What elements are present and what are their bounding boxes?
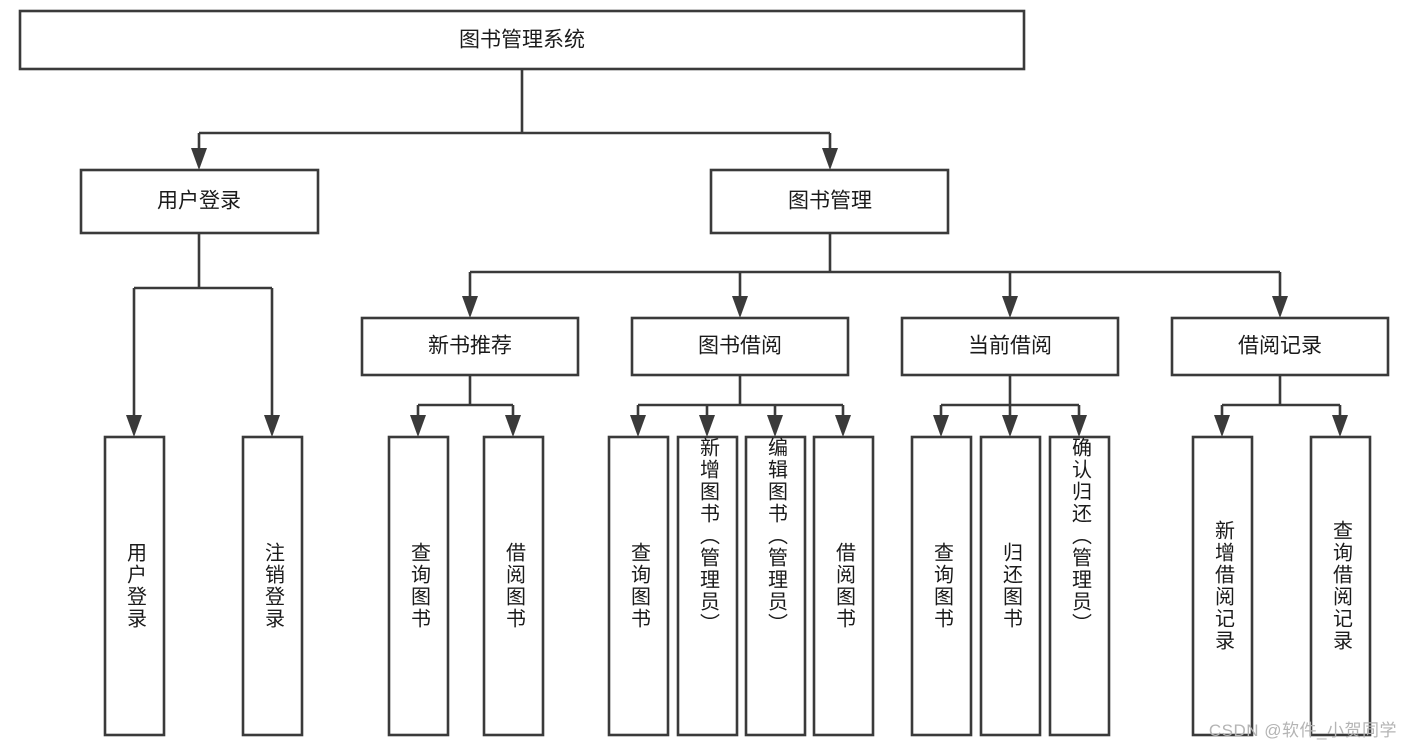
arrow-head-bookborrow-2: [699, 415, 715, 437]
node-book-manage[interactable]: 图书管理: [709, 168, 950, 235]
node-user-login[interactable]: 用户登录: [79, 168, 320, 235]
node-book-manage-label: 图书管理: [788, 190, 872, 213]
arrow-head-bookborrow-4: [835, 415, 851, 437]
node-new-book-box[interactable]: [360, 316, 580, 377]
arrow-head-bookmanage-2: [732, 296, 748, 318]
node-book-borrow-label: 图书借阅: [698, 335, 782, 358]
arrow-head-borrowrecord-2: [1332, 415, 1348, 437]
node-book-borrow[interactable]: 图书借阅: [630, 316, 850, 377]
arrow-head-borrowrecord-1: [1214, 415, 1230, 437]
arrow-head-bookmanage-1: [462, 296, 478, 318]
arrow-head-root-1: [191, 148, 207, 170]
node-root-label: 图书管理系统: [459, 29, 585, 52]
node-user-login-label: 用户登录: [157, 190, 241, 213]
arrow-head-userlogin-2: [264, 415, 280, 437]
arrow-head-bookmanage-4: [1272, 296, 1288, 318]
node-borrow-record-box[interactable]: [1170, 316, 1390, 377]
leaf-box-new-book-0[interactable]: [387, 435, 450, 737]
connector-group-root: [191, 69, 838, 170]
leaf-box-user-login-1[interactable]: [241, 435, 304, 737]
node-new-book[interactable]: 新书推荐: [360, 316, 580, 377]
leaf-box-current-borrow-2[interactable]: [1048, 435, 1111, 737]
node-root[interactable]: 图书管理系统: [18, 9, 1026, 71]
arrow-head-currentborrow-3: [1071, 415, 1087, 437]
leaf-box-book-borrow-3[interactable]: [812, 435, 875, 737]
node-new-book-label: 新书推荐: [428, 335, 512, 358]
leaf-box-borrow-record-0[interactable]: [1191, 435, 1254, 737]
arrow-head-newbook-2: [505, 415, 521, 437]
arrow-head-newbook-1: [410, 415, 426, 437]
leaf-box-borrow-record-1[interactable]: [1309, 435, 1372, 737]
leaf-box-book-borrow-0[interactable]: [607, 435, 670, 737]
node-current-borrow[interactable]: 当前借阅: [900, 316, 1120, 377]
arrow-head-userlogin-1: [126, 415, 142, 437]
leaf-box-book-borrow-1[interactable]: [676, 435, 739, 737]
watermark-text: CSDN @软件_小贺同学: [1208, 721, 1397, 740]
connector-group-borrow-record: [1214, 375, 1348, 437]
node-book-manage-box[interactable]: [709, 168, 950, 235]
arrow-head-bookmanage-3: [1002, 296, 1018, 318]
connector-group-new-book: [410, 375, 521, 437]
leaf-box-book-borrow-2[interactable]: [744, 435, 807, 737]
node-current-borrow-label: 当前借阅: [968, 335, 1052, 358]
arrow-head-bookborrow-3: [767, 415, 783, 437]
node-borrow-record[interactable]: 借阅记录: [1170, 316, 1390, 377]
arrow-head-bookborrow-1: [630, 415, 646, 437]
connector-group-current-borrow: [933, 375, 1087, 437]
leaf-box-new-book-1[interactable]: [482, 435, 545, 737]
node-user-login-box[interactable]: [79, 168, 320, 235]
leaf-box-current-borrow-0[interactable]: [910, 435, 973, 737]
arrow-head-root-2: [822, 148, 838, 170]
connector-group-user-login: [126, 233, 280, 437]
connector-group-book-manage: [462, 233, 1288, 318]
leaf-box-current-borrow-1[interactable]: [979, 435, 1042, 737]
leaf-box-user-login-0[interactable]: [103, 435, 166, 737]
node-book-borrow-box[interactable]: [630, 316, 850, 377]
node-root-box[interactable]: [18, 9, 1026, 71]
connector-group-book-borrow: [630, 375, 851, 437]
node-current-borrow-box[interactable]: [900, 316, 1120, 377]
arrow-head-currentborrow-1: [933, 415, 949, 437]
node-borrow-record-label: 借阅记录: [1238, 335, 1322, 358]
arrow-head-currentborrow-2: [1002, 415, 1018, 437]
